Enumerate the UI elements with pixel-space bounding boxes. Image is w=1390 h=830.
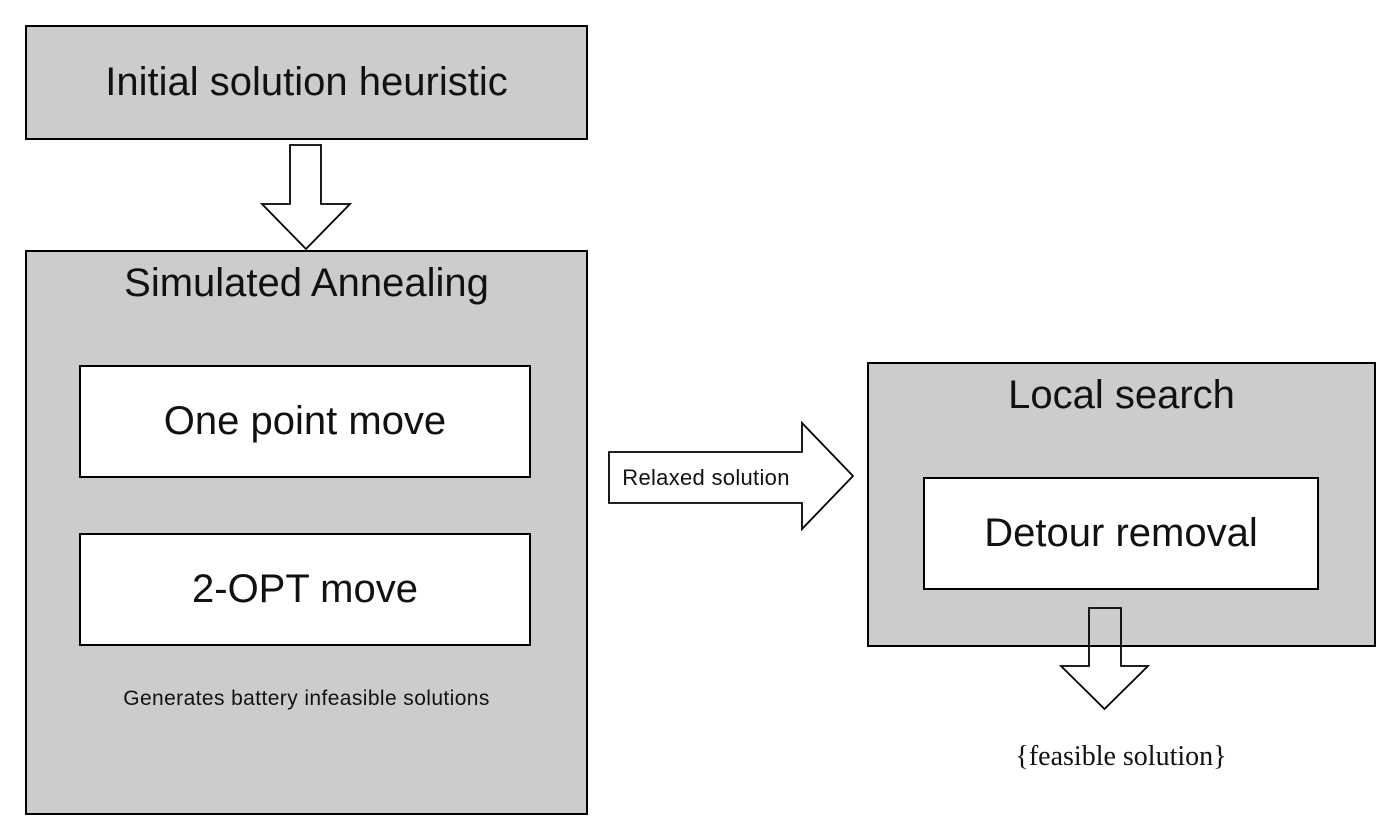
one-point-move-box: One point move [79,365,531,478]
down-arrow-icon [259,144,353,251]
right-arrow-icon [608,420,855,532]
detour-removal-label: Detour removal [984,511,1258,555]
simulated-annealing-title: Simulated Annealing [124,261,489,305]
initial-solution-heuristic-label: Initial solution heuristic [105,60,508,104]
down-arrow-output-icon [1058,607,1151,711]
battery-infeasible-note: Generates battery infeasible solutions [123,687,490,710]
feasible-solution-label: {feasible solution} [1015,741,1227,772]
simulated-annealing-box [25,250,588,815]
local-search-title: Local search [1008,373,1235,417]
two-opt-move-box: 2-OPT move [79,533,531,646]
relaxed-solution-arrow-label: Relaxed solution [622,464,790,490]
detour-removal-box: Detour removal [923,477,1319,590]
two-opt-move-label: 2-OPT move [192,567,418,611]
initial-solution-heuristic-box: Initial solution heuristic [25,25,588,140]
one-point-move-label: One point move [163,399,447,443]
